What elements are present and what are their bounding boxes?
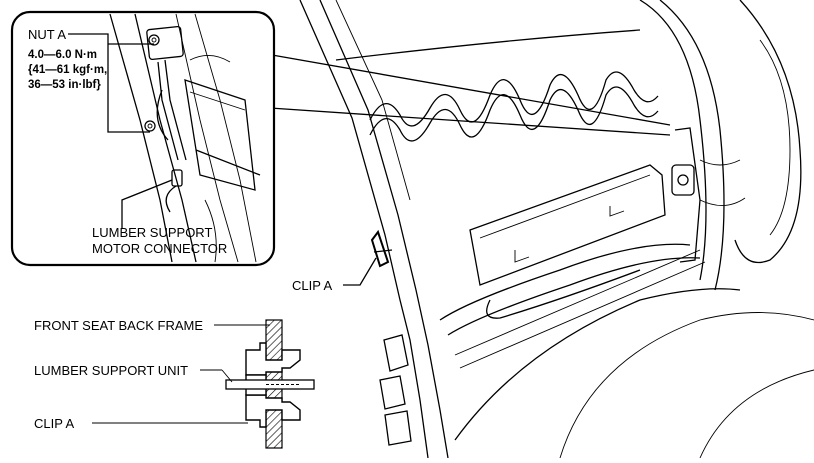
torque-line-3: 36—53 in·lbf} bbox=[28, 79, 101, 91]
connector-label-line-2: MOTOR CONNECTOR bbox=[92, 241, 227, 256]
main-clip-callout: CLIP A bbox=[292, 257, 377, 293]
section-view: FRONT SEAT BACK FRAME LUMBER SUPPORT UNI… bbox=[34, 318, 315, 449]
detail-callout: NUT A 4.0—6.0 N·m {41—61 kgf·m, 36—53 in… bbox=[10, 10, 276, 267]
torque-line-2: {41—61 kgf·m, bbox=[28, 64, 107, 76]
main-clip-label: CLIP A bbox=[292, 278, 333, 293]
torque-line-1: 4.0—6.0 N·m bbox=[28, 49, 97, 61]
nut-a-label: NUT A bbox=[28, 27, 66, 42]
seat-back-illustration bbox=[299, 0, 814, 459]
connector-label-line-1: LUMBER SUPPORT bbox=[92, 225, 212, 240]
callout-leader bbox=[269, 54, 671, 136]
section-clip-label: CLIP A bbox=[34, 416, 75, 431]
section-unit-label: LUMBER SUPPORT UNIT bbox=[34, 363, 188, 378]
section-frame-label: FRONT SEAT BACK FRAME bbox=[34, 318, 203, 333]
